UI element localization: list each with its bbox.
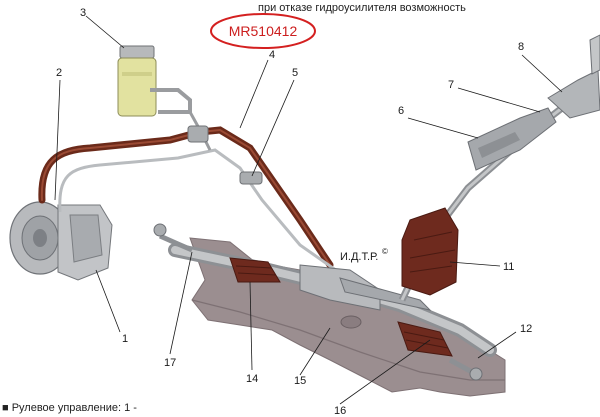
callout-12: 12 [520, 323, 532, 335]
callout-3: 3 [80, 7, 86, 19]
leader-lines [54, 15, 563, 405]
leader-12 [477, 331, 517, 359]
callout-8: 8 [518, 41, 524, 53]
subframe-edge [191, 299, 505, 381]
pump-shaft [33, 229, 47, 247]
footer-caption: ■ Рулевое управление: 1 - [2, 402, 137, 414]
callout-17: 17 [164, 357, 176, 369]
leader-6 [407, 117, 479, 139]
leader-5 [251, 79, 295, 177]
leader-11 [449, 261, 501, 267]
leader-17 [169, 251, 193, 355]
part-code-text: MR510412 [229, 23, 298, 39]
left-boot [229, 257, 281, 283]
subframe-mount [340, 315, 362, 329]
leader-3 [85, 15, 125, 49]
return-line [58, 148, 351, 282]
callout-16: 14 [246, 373, 258, 385]
part-code-marker: MR510412 [210, 13, 316, 49]
watermark-mark: © [382, 247, 388, 256]
right-boot-folds [403, 331, 449, 349]
leader-4 [239, 59, 269, 129]
right-tie-rod-end [469, 367, 483, 381]
hydraulic-lines [38, 111, 351, 282]
reservoir-outlet [150, 88, 192, 114]
power-steering-pump [9, 201, 113, 281]
callout-1: 1 [122, 333, 128, 345]
reservoir-body [117, 57, 157, 117]
column-top [589, 34, 600, 75]
callout-5: 5 [292, 67, 298, 79]
left-tie-rod-end [153, 223, 167, 237]
pump-housing-detail [69, 214, 103, 263]
left-boot-body [229, 257, 281, 283]
reservoir-cap [119, 45, 155, 59]
fluid-reservoir [117, 45, 192, 117]
pipe-bracket [187, 125, 209, 143]
steering-column [398, 34, 600, 302]
column-housing-detail [478, 132, 520, 158]
valve-body [299, 264, 381, 311]
pipe-clamp [239, 171, 263, 185]
callout-7: 7 [448, 79, 454, 91]
leader-16 [249, 281, 253, 371]
leader-1 [95, 269, 121, 333]
callout-6: 6 [398, 105, 404, 117]
leader-15 [299, 327, 331, 376]
left-boot-folds [235, 265, 277, 276]
right-boot-body [397, 321, 453, 357]
leader-14 [339, 339, 431, 405]
part-code-ellipse [210, 13, 316, 49]
column-boot [401, 207, 459, 296]
callout-4: 4 [269, 49, 275, 61]
header-caption: при отказе гидроусилителя возможность [258, 2, 466, 14]
leader-2 [54, 79, 61, 201]
leader-7 [457, 87, 541, 113]
callout-15: 15 [294, 375, 306, 387]
rack-lines [339, 277, 432, 311]
leader-8 [521, 54, 563, 93]
right-boot [397, 321, 453, 357]
column-boot-folds [409, 231, 456, 273]
reservoir-band [122, 72, 152, 76]
right-tie-rod [448, 357, 474, 375]
callout-2: 2 [56, 67, 62, 79]
callout-14: 16 [334, 405, 346, 417]
upper-column [547, 69, 600, 119]
footer-caption-text: Рулевое управление: 1 - [11, 402, 137, 414]
steering-rack [153, 223, 497, 381]
watermark-text: И.Д.Т.Р. [340, 251, 378, 263]
callout-11: 11 [503, 261, 514, 273]
callout-labels: 3 2 4 5 6 7 8 11 12 16 15 14 17 1 [56, 7, 532, 417]
pressure-hose-highlight [40, 128, 331, 266]
left-tie-rod [158, 233, 193, 253]
